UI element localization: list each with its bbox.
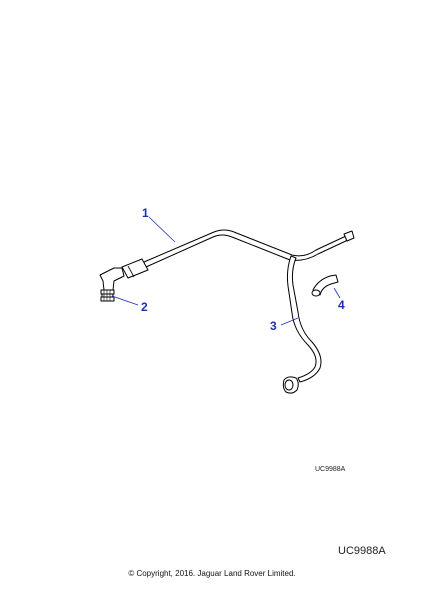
- leader-line-1: [148, 216, 176, 243]
- breather-tube-part-1: [121, 229, 355, 279]
- callout-3: 3: [270, 319, 277, 333]
- callout-4: 4: [338, 298, 345, 312]
- leader-line-2: [111, 295, 139, 306]
- drawing-code-large: UC9988A: [338, 545, 386, 557]
- bent-pipe-part-3: [282, 255, 322, 394]
- leader-line-4: [333, 287, 341, 299]
- elbow-connector-part-2: [99, 267, 125, 302]
- callout-1: 1: [142, 206, 149, 220]
- drawing-code-small: UC9988A: [315, 466, 346, 473]
- curved-hose-part-4: [311, 274, 339, 297]
- copyright-notice: © Copyright, 2016. Jaguar Land Rover Lim…: [128, 569, 296, 578]
- callout-2: 2: [141, 300, 148, 314]
- leader-line-3: [280, 317, 299, 326]
